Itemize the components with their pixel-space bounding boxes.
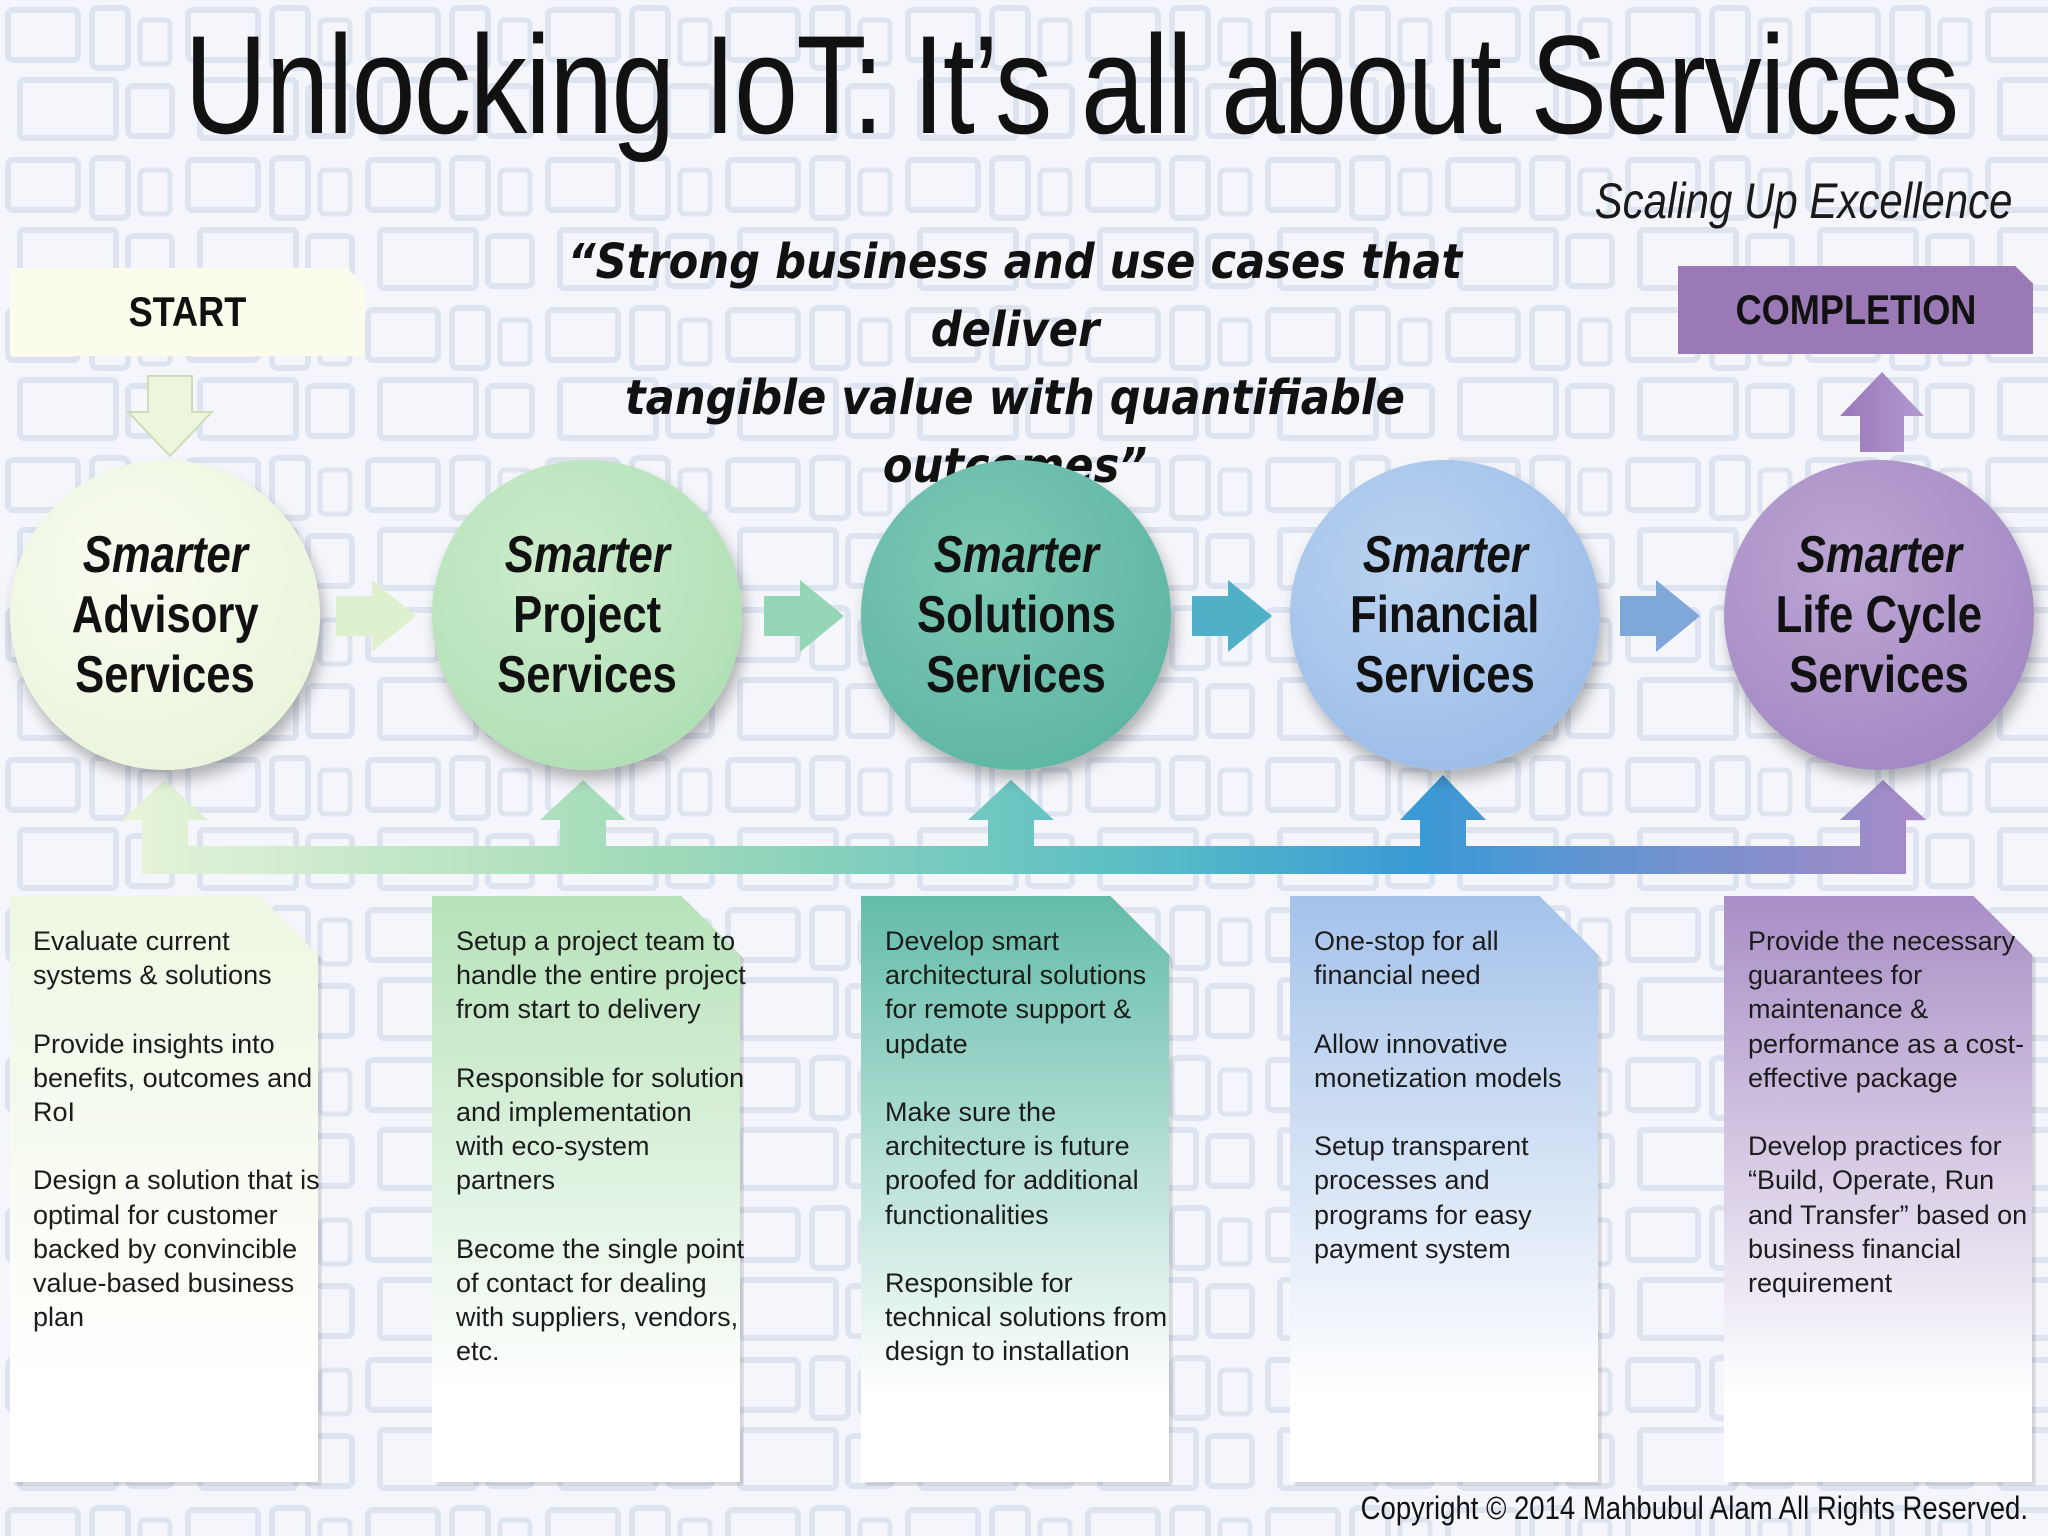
card-project [432,896,740,1482]
card-advisory [10,896,318,1482]
circle-line-3: Services [1355,646,1535,704]
card-financial [1290,896,1598,1482]
service-circle-financial: Smarter Financial Services [1290,460,1600,770]
page-title: Unlocking IoT: It’s all about Services [184,6,1959,163]
service-circle-solutions: Smarter Solutions Services [861,460,1171,770]
circle-line-1: Smarter [1796,526,1962,584]
card-solutions-text: Develop smart architectural solutions fo… [885,926,1168,1367]
right-arrow-1 [336,580,416,652]
completion-label: COMPLETION [1735,286,1976,333]
circle-line-3: Services [75,646,255,704]
service-circle-lifecycle: Smarter Life Cycle Services [1724,460,2034,770]
circle-line-1: Smarter [504,526,670,584]
card-advisory-text: Evaluate current systems & solutions Pro… [33,926,320,1333]
card-lifecycle-text: Provide the necessary guarantees for mai… [1748,926,2028,1299]
service-circle-project: Smarter Project Services [432,460,742,770]
start-label: START [128,288,247,335]
circle-line-2: Project [512,586,662,644]
card-financial-text: One-stop for all financial need Allow in… [1314,926,1562,1264]
start-down-arrow [125,375,215,458]
card-project-text: Setup a project team to handle the entir… [456,926,746,1367]
right-arrow-4 [1620,580,1700,652]
circle-line-2: Life Cycle [1775,586,1983,644]
start-tag: START [10,268,365,356]
right-arrow-3 [1192,580,1272,652]
circle-line-3: Services [1789,646,1969,704]
quote-line-1: “Strong business and use cases that deli… [567,234,1463,358]
circle-line-1: Smarter [1362,526,1528,584]
card-solutions [861,896,1169,1482]
right-arrow-2 [764,580,844,652]
completion-tag: COMPLETION [1678,266,2033,354]
feedback-bus [122,775,1926,874]
circle-line-1: Smarter [933,526,1099,584]
copyright-notice: Copyright © 2014 Mahbubul Alam All Right… [1360,1490,2028,1526]
circle-line-1: Smarter [82,526,248,584]
completion-up-arrow [1840,372,1924,452]
service-circle-advisory: Smarter Advisory Services [10,460,320,770]
card-lifecycle [1724,896,2032,1482]
subtitle: Scaling Up Excellence [1594,173,2012,229]
circle-line-3: Services [497,646,677,704]
quote-line-2: tangible value with quantifiable outcome… [625,370,1405,494]
circle-line-3: Services [926,646,1106,704]
circle-line-2: Advisory [71,586,259,644]
circle-line-2: Financial [1350,586,1540,644]
tagline-quote: “Strong business and use cases that deli… [489,228,1542,500]
circle-line-2: Solutions [916,586,1116,644]
